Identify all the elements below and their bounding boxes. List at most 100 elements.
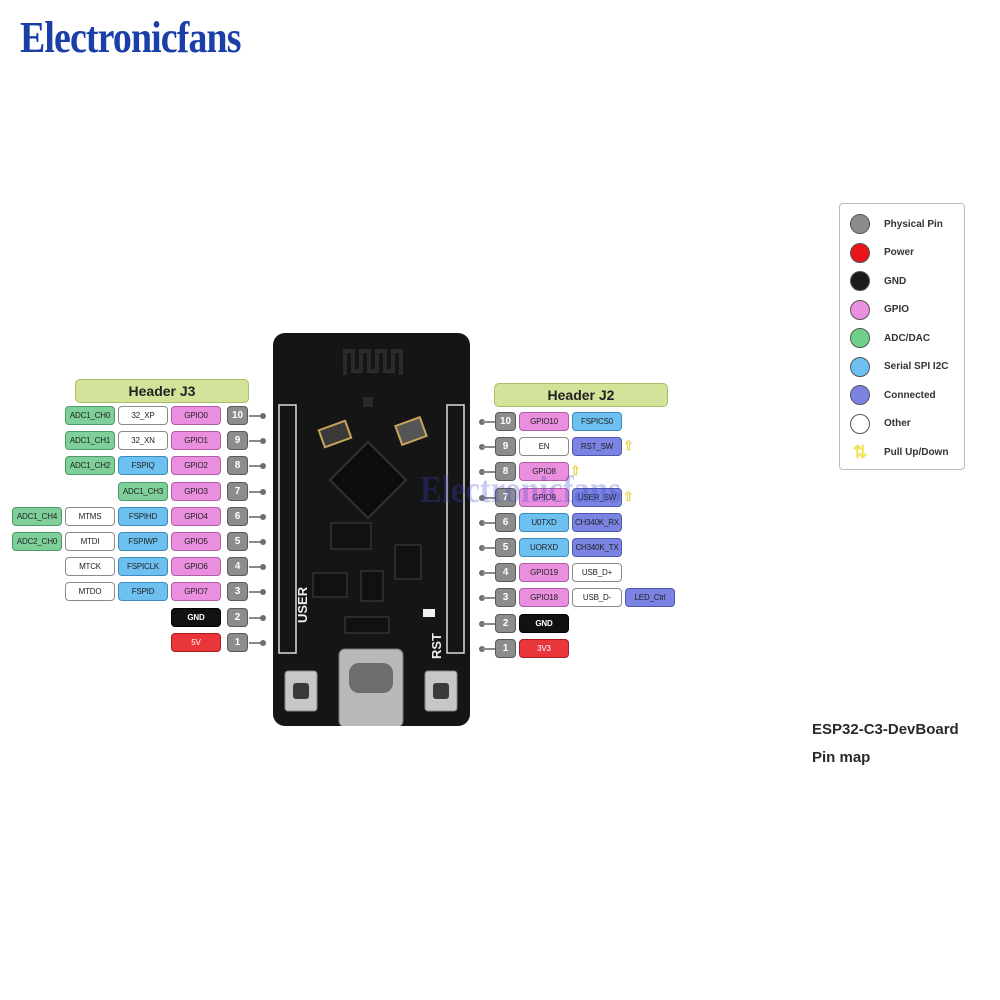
- pin-lead-dot: [260, 564, 266, 571]
- pin-function-tag: USB_D+: [572, 563, 622, 583]
- pin-lead-dot: [260, 614, 266, 621]
- header-j3-label: Header J3: [75, 379, 249, 403]
- legend-item: Physical Pin: [850, 214, 943, 234]
- pin-function-tag: 32_XP: [118, 406, 168, 425]
- pin-lead-dot: [260, 539, 266, 545]
- physical-pin-number: 6: [495, 512, 516, 532]
- pull-up-arrow-icon: ⇧: [623, 488, 634, 504]
- pin-function-tag: USB_D-: [572, 588, 622, 608]
- pin-function-tag: ADC1_CH2: [65, 456, 115, 476]
- pin-function-tag: FSPIQ: [118, 456, 168, 476]
- pin-lead: [249, 566, 263, 569]
- physical-pin-number: 7: [495, 487, 516, 507]
- physical-pin-number: 2: [495, 613, 516, 633]
- pin-function-tag: U0TXD: [519, 512, 569, 532]
- legend-color-swatch: [850, 242, 870, 263]
- pin-function-tag: 32_XN: [118, 431, 168, 451]
- pin-function-tag: GPIO3: [171, 481, 221, 501]
- pin-function-tag: GPIO1: [171, 431, 221, 451]
- physical-pin-number: 8: [495, 462, 516, 482]
- legend-item: Serial SPI I2C: [850, 356, 949, 377]
- pin-lead: [249, 641, 263, 644]
- physical-pin-number: 9: [227, 431, 248, 451]
- legend-item: ADC/DAC: [850, 328, 930, 348]
- pin-lead: [482, 547, 496, 549]
- pin-function-tag: GPIO18: [519, 588, 569, 608]
- physical-pin-number: 4: [495, 563, 516, 583]
- legend-label: Serial SPI I2C: [884, 361, 949, 372]
- pin-function-tag: MTDI: [65, 532, 115, 551]
- pin-function-tag: FSPICLK: [118, 557, 168, 577]
- pin-lead: [482, 572, 496, 575]
- pin-function-tag: GPIO10: [519, 412, 569, 431]
- pin-function-tag: USER_SW: [572, 487, 622, 507]
- legend-label: Connected: [884, 389, 936, 401]
- legend-item: ⇅ Pull Up/Down: [850, 442, 948, 463]
- esp32-c3-board: USER RST: [273, 333, 470, 728]
- board-title: ESP32-C3-DevBoard: [812, 721, 959, 738]
- physical-pin-number: 5: [227, 532, 248, 551]
- pin-lead: [249, 591, 263, 594]
- legend-color-swatch: [850, 385, 870, 405]
- pin-function-tag: RST_SW: [572, 437, 622, 457]
- pin-function-tag: 3V3: [519, 638, 569, 658]
- pin-lead: [249, 440, 263, 443]
- user-silkscreen-label: USER: [295, 586, 310, 623]
- pin-lead-dot: [260, 589, 266, 596]
- pin-lead: [249, 415, 263, 417]
- physical-pin-number: 1: [227, 632, 248, 652]
- pin-function-tag: FSPID: [118, 582, 168, 602]
- legend-label: Power: [884, 247, 915, 258]
- legend-label: GPIO: [884, 304, 910, 315]
- pin-lead-dot: [260, 463, 266, 470]
- pin-function-tag: FSPICS0: [572, 412, 622, 431]
- board-artwork: [278, 349, 465, 728]
- header-j2-label: Header J2: [494, 383, 668, 407]
- pin-lead: [249, 616, 263, 619]
- pin-function-tag: GPIO9: [519, 487, 569, 507]
- brand-logo-text: Electronicfans: [20, 13, 241, 62]
- pin-function-tag: MTCK: [65, 557, 115, 577]
- physical-pin-number: 6: [227, 506, 248, 526]
- legend-item: GPIO: [850, 299, 910, 320]
- pin-function-tag: GPIO7: [171, 582, 221, 602]
- pin-lead: [482, 471, 496, 474]
- physical-pin-number: 5: [495, 538, 516, 557]
- pin-function-tag: ADC1_CH1: [65, 431, 115, 451]
- pin-function-tag: 5V: [171, 632, 221, 652]
- legend-item: Connected: [850, 385, 936, 405]
- legend-item: Power: [850, 242, 915, 263]
- pin-function-tag: GPIO4: [171, 506, 221, 526]
- board-subtitle: Pin map: [812, 749, 871, 766]
- pull-up-down-arrow-icon: ⇅: [852, 442, 868, 462]
- physical-pin-number: 1: [495, 638, 516, 658]
- pin-function-tag: ADC1_CH4: [12, 506, 62, 526]
- pin-function-tag: ADC1_CH0: [65, 406, 115, 425]
- legend-color-swatch: [850, 271, 870, 291]
- pin-function-tag: ADC2_CH0: [12, 532, 62, 551]
- pin-lead: [482, 521, 496, 524]
- pin-lead: [482, 622, 496, 625]
- pin-function-tag: CH340K_RX: [572, 512, 622, 532]
- pin-lead-dot: [260, 488, 266, 495]
- pin-lead-dot: [260, 413, 266, 419]
- physical-pin-number: 3: [227, 582, 248, 602]
- pin-lead: [249, 541, 263, 543]
- pull-up-arrow-icon: ⇧: [623, 438, 634, 454]
- pin-function-tag: GND: [519, 613, 569, 633]
- physical-pin-number: 10: [495, 412, 516, 431]
- physical-pin-number: 4: [227, 557, 248, 577]
- physical-pin-number: 10: [227, 406, 248, 425]
- legend-item: GND: [850, 271, 906, 291]
- pin-function-tag: GPIO6: [171, 557, 221, 577]
- pin-lead: [482, 647, 496, 650]
- legend-label: Pull Up/Down: [884, 447, 949, 458]
- legend-label: ADC/DAC: [884, 332, 931, 344]
- legend-color-swatch: [850, 214, 870, 234]
- pin-lead: [482, 446, 496, 449]
- pin-function-tag: GND: [171, 607, 221, 627]
- pin-function-tag: GPIO8: [519, 462, 569, 482]
- pin-lead: [482, 597, 496, 600]
- pin-lead: [482, 496, 496, 499]
